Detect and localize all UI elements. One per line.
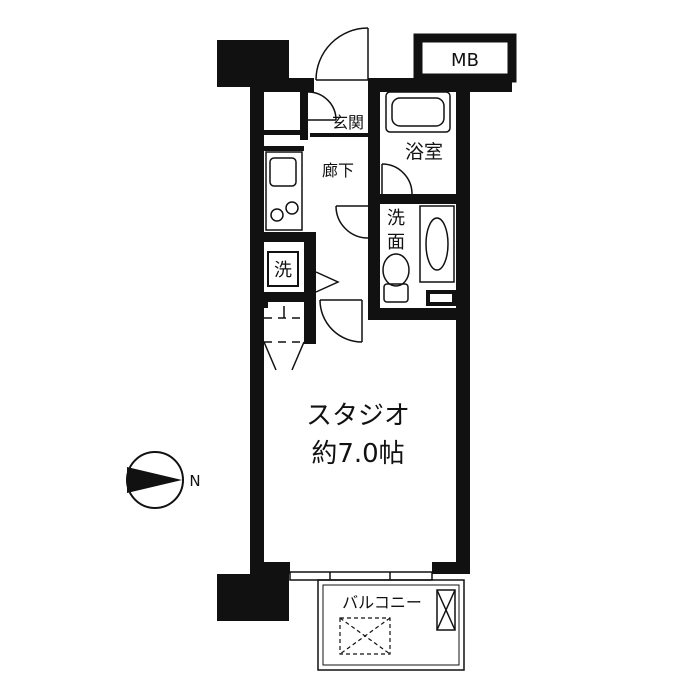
- washbasin: [419, 205, 455, 283]
- north-arrow-icon: N: [126, 451, 201, 509]
- stove-burner-icon: [285, 201, 299, 215]
- studio-size-label: 約7.0帖: [311, 439, 404, 469]
- bottom-wall-right: [432, 562, 470, 574]
- left-wall: [250, 78, 264, 574]
- bath-label: 浴室: [405, 141, 443, 163]
- entrance-door: [315, 27, 369, 81]
- entrance-label: 玄関: [332, 113, 364, 132]
- washroom-label-line1: 洗: [387, 208, 405, 229]
- balcony-label: バルコニー: [342, 593, 422, 612]
- studio-door: [319, 299, 363, 343]
- evacuation-hatch-icon: [339, 617, 391, 655]
- balcony: バルコニー: [289, 571, 465, 671]
- compass-north-label: N: [189, 472, 200, 490]
- bath-door: [381, 163, 413, 195]
- kitchen-counter: [265, 151, 303, 231]
- stove-burner-icon: [270, 208, 284, 222]
- right-wall: [456, 78, 470, 574]
- closet-doors: [263, 306, 305, 371]
- structural-column-bottom-left: [217, 574, 289, 621]
- top-wall-left: [250, 78, 314, 92]
- laundry-label: 洗: [274, 260, 292, 281]
- meter-box: MB: [413, 33, 517, 92]
- balcony-outline: [317, 579, 465, 671]
- balcony-window: [289, 571, 433, 581]
- bottom-wall: [250, 562, 290, 574]
- washroom-label-line2: 面: [387, 232, 405, 253]
- meter-box-label: MB: [451, 50, 479, 71]
- laundry-door: [315, 271, 340, 293]
- partition-panel-icon: [436, 589, 456, 631]
- sink-icon: [269, 157, 297, 187]
- laundry-space: 洗: [267, 251, 299, 287]
- washroom-door: [335, 205, 369, 239]
- hallway-label: 廊下: [322, 161, 354, 180]
- interior-walls: [264, 90, 470, 344]
- washroom-shelf: [426, 290, 456, 306]
- genkan-storage-door: [307, 91, 337, 121]
- bathtub: [385, 91, 451, 133]
- toilet: [382, 253, 410, 303]
- studio-name-label: スタジオ: [306, 401, 410, 431]
